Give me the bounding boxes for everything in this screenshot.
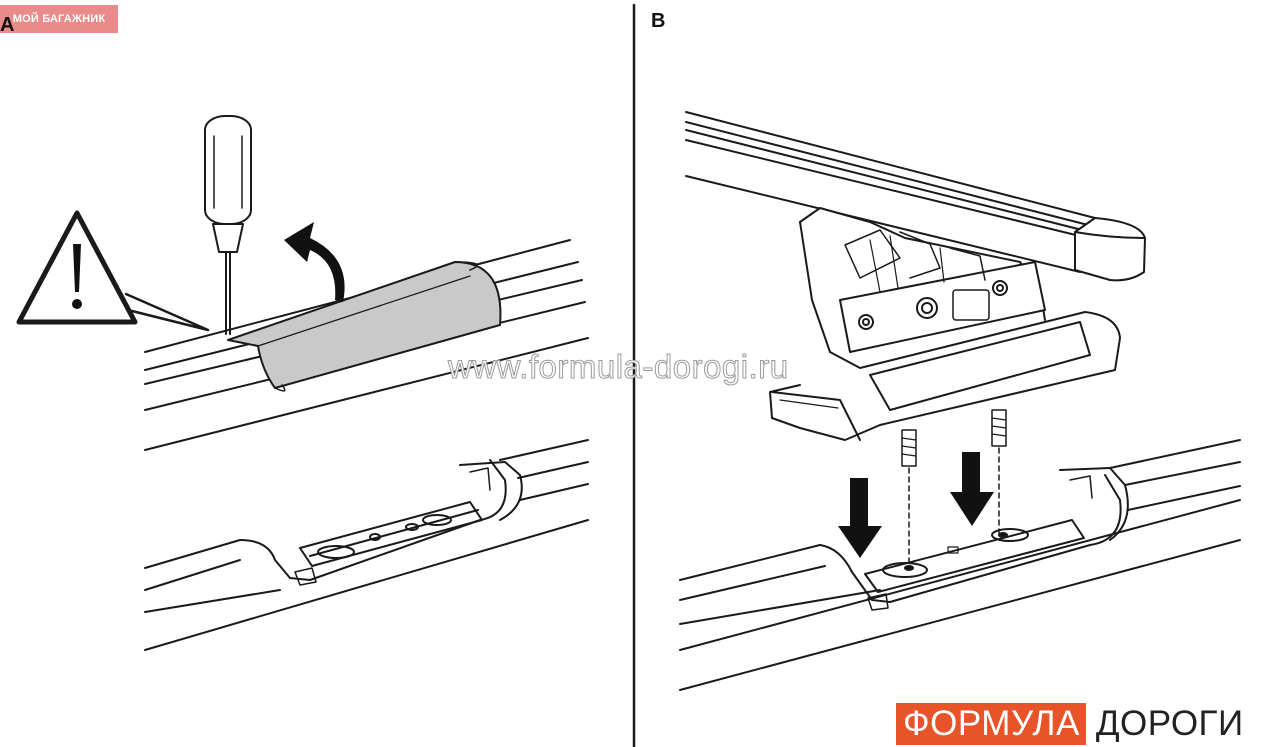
roof-rail-bottom bbox=[144, 439, 589, 651]
warning-icon bbox=[16, 210, 210, 332]
watermark-url: www.formula-dorogi.ru bbox=[448, 348, 789, 386]
publisher-logo: ФОРМУЛА ДОРОГИ bbox=[896, 703, 1244, 745]
brand-badge: МОЙ БАГАЖНИК bbox=[0, 5, 118, 33]
screwdriver-icon bbox=[204, 115, 252, 335]
logo-part1: ФОРМУЛА bbox=[896, 703, 1086, 745]
roof-rack-foot bbox=[769, 207, 1121, 566]
down-arrow-right-icon bbox=[950, 452, 994, 526]
lift-arrow-icon bbox=[284, 222, 345, 302]
rail-cover-strip bbox=[227, 261, 502, 389]
logo-part2: ДОРОГИ bbox=[1095, 704, 1244, 743]
panel-label-b: B bbox=[651, 10, 666, 32]
roof-rail-b bbox=[679, 439, 1241, 691]
crossbar bbox=[685, 111, 1146, 282]
bolt-right bbox=[991, 409, 1007, 447]
down-arrow-left-icon bbox=[838, 478, 882, 558]
panel-label-a: A bbox=[0, 14, 15, 36]
bolt-left bbox=[901, 429, 917, 467]
